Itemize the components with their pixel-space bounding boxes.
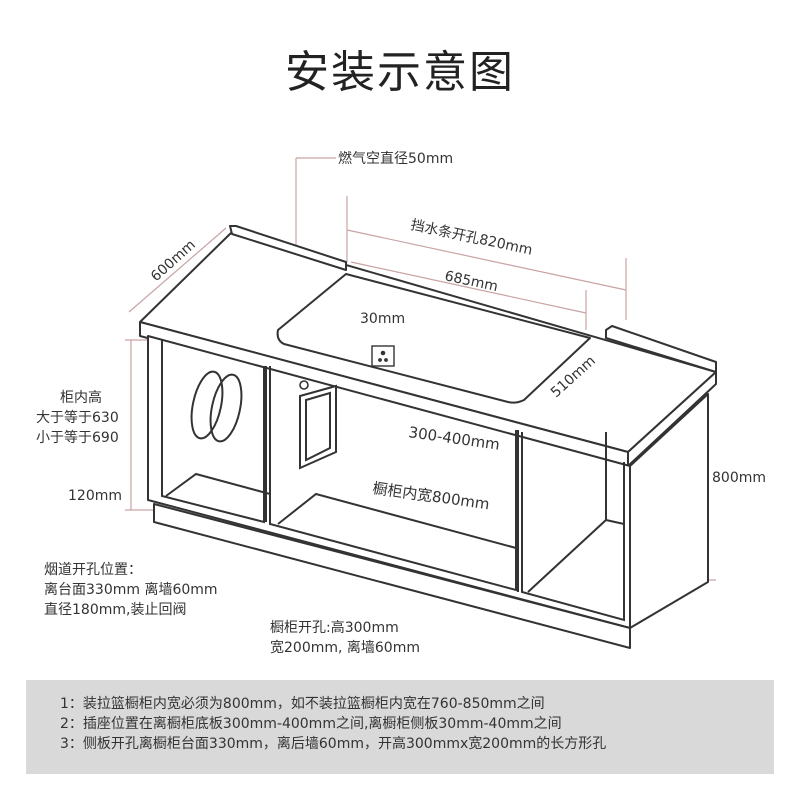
label-gap-30: 30mm bbox=[360, 311, 405, 327]
note-1: 1：装拉篮橱柜内宽必须为800mm，如不装拉篮橱柜内宽在760-850mm之间 bbox=[60, 696, 545, 712]
flue-hole-icon bbox=[190, 370, 243, 443]
cabinet-side-panel bbox=[629, 393, 709, 629]
label-hole-line2: 宽200mm, 离墙60mm bbox=[270, 639, 420, 656]
note-3: 3：侧板开孔离橱柜台面330mm，离后墙60mm，开高300mmx宽200mm的… bbox=[60, 736, 607, 752]
gas-vent-icon bbox=[299, 380, 309, 390]
notes-panel: 1：装拉篮橱柜内宽必须为800mm，如不装拉篮橱柜内宽在760-850mm之间 … bbox=[26, 680, 774, 774]
page-title: 安装示意图 bbox=[285, 47, 515, 98]
label-inner-height-max: 小于等于690 bbox=[36, 429, 119, 446]
label-inner-height-min: 大于等于630 bbox=[36, 409, 119, 426]
label-base-120: 120mm bbox=[68, 488, 122, 504]
plinth bbox=[153, 503, 631, 649]
label-gas-vent: 燃气空直径50mm bbox=[338, 150, 453, 167]
label-width-685: 685mm bbox=[443, 268, 499, 295]
label-flue-line1: 烟道开孔位置： bbox=[44, 562, 142, 578]
side-opening-icon bbox=[299, 384, 337, 470]
backsplash-right bbox=[605, 325, 717, 373]
label-inner-height-title: 柜内高 bbox=[60, 389, 102, 406]
label-hole-line1: 橱柜开孔:高300mm bbox=[270, 619, 399, 636]
note-2: 2：插座位置在离橱柜底板300mm-400mm之间,离橱柜侧板30mm-40mm… bbox=[60, 716, 562, 732]
backsplash-left bbox=[229, 225, 347, 271]
label-flue-line2: 离台面330mm 离墙60mm bbox=[44, 581, 218, 598]
label-height-800: 800mm bbox=[712, 470, 766, 486]
sink-cutout bbox=[276, 273, 591, 404]
cabinet-outline bbox=[139, 225, 717, 649]
cabinet-interior bbox=[161, 340, 625, 622]
label-water-strip: 挡水条开孔820mm bbox=[409, 216, 534, 258]
socket-icon bbox=[371, 345, 395, 367]
label-flue-line3: 直径180mm,装止回阀 bbox=[44, 601, 186, 618]
